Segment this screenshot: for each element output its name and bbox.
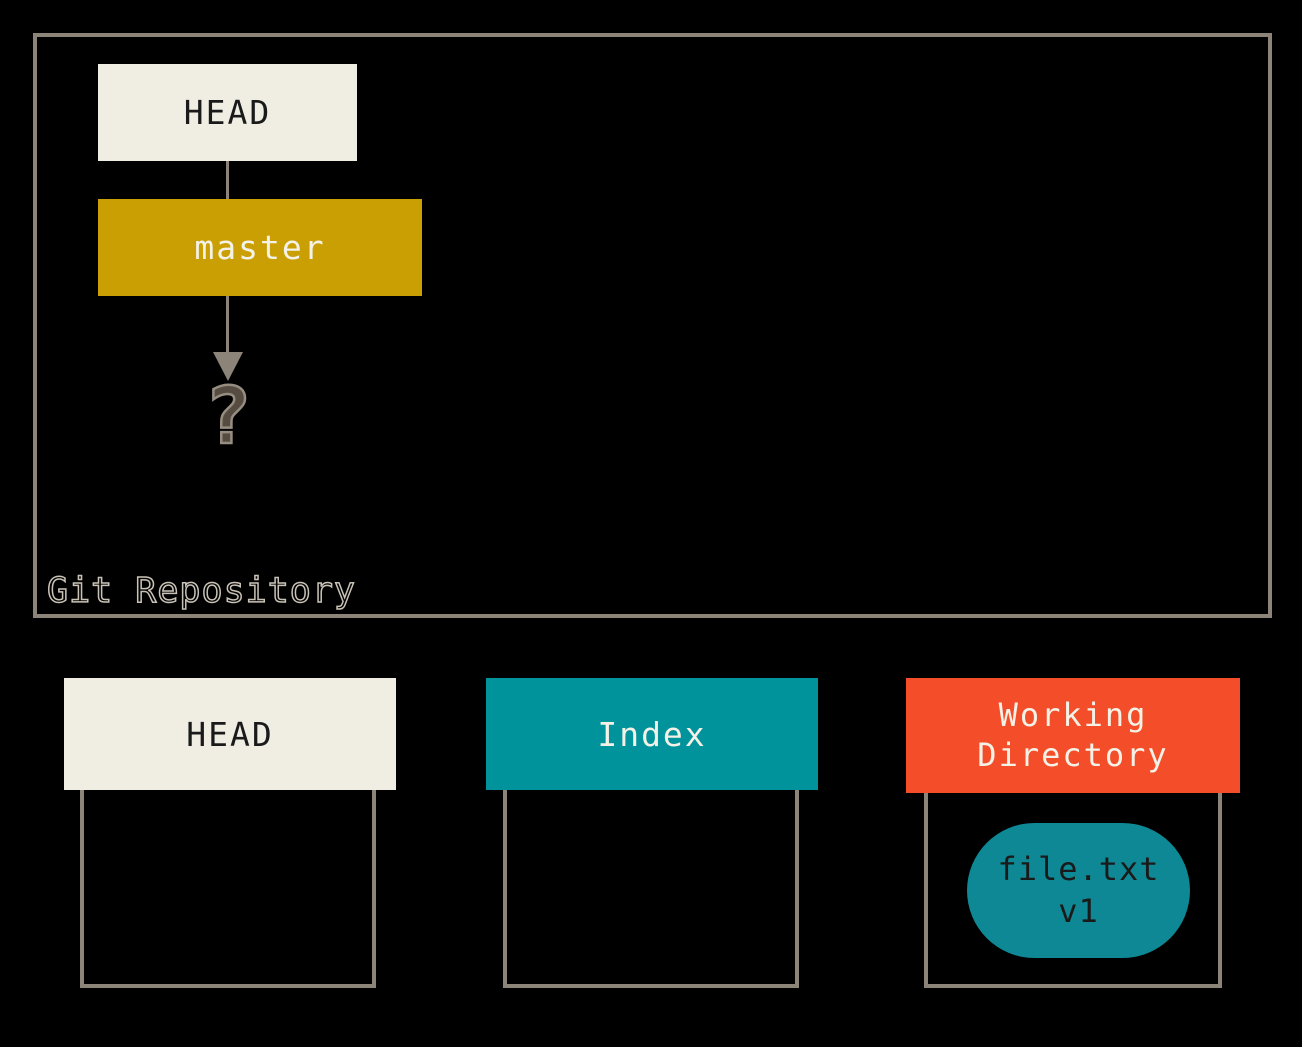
working-directory-label-line2: Directory (977, 735, 1169, 774)
working-directory-area-bracket (924, 793, 1222, 988)
master-branch-label: master (194, 228, 326, 267)
index-area-label: Index (597, 714, 707, 754)
working-directory-area-label: Working Directory (977, 696, 1168, 774)
file-blob-version: v1 (1058, 891, 1099, 930)
file-blob: file.txt v1 (967, 823, 1190, 958)
master-branch-box: master (98, 199, 422, 296)
head-area-label: HEAD (186, 714, 274, 754)
file-blob-name: file.txt (997, 849, 1160, 888)
arrow-down-icon (213, 352, 243, 381)
index-area-bracket (503, 790, 799, 988)
head-ref-box: HEAD (98, 64, 357, 161)
head-to-master-connector (226, 161, 229, 199)
head-ref-label: HEAD (183, 93, 272, 132)
unknown-commit-question-mark: ? (203, 372, 252, 462)
working-directory-label-line1: Working (998, 696, 1148, 735)
index-area-box: Index (486, 678, 818, 790)
working-directory-area-box: Working Directory (906, 678, 1240, 793)
git-repository-label: Git Repository (46, 570, 357, 612)
git-repository-box (33, 33, 1272, 618)
master-arrow-line (226, 296, 229, 354)
head-area-bracket (80, 790, 376, 988)
head-area-box: HEAD (64, 678, 396, 790)
